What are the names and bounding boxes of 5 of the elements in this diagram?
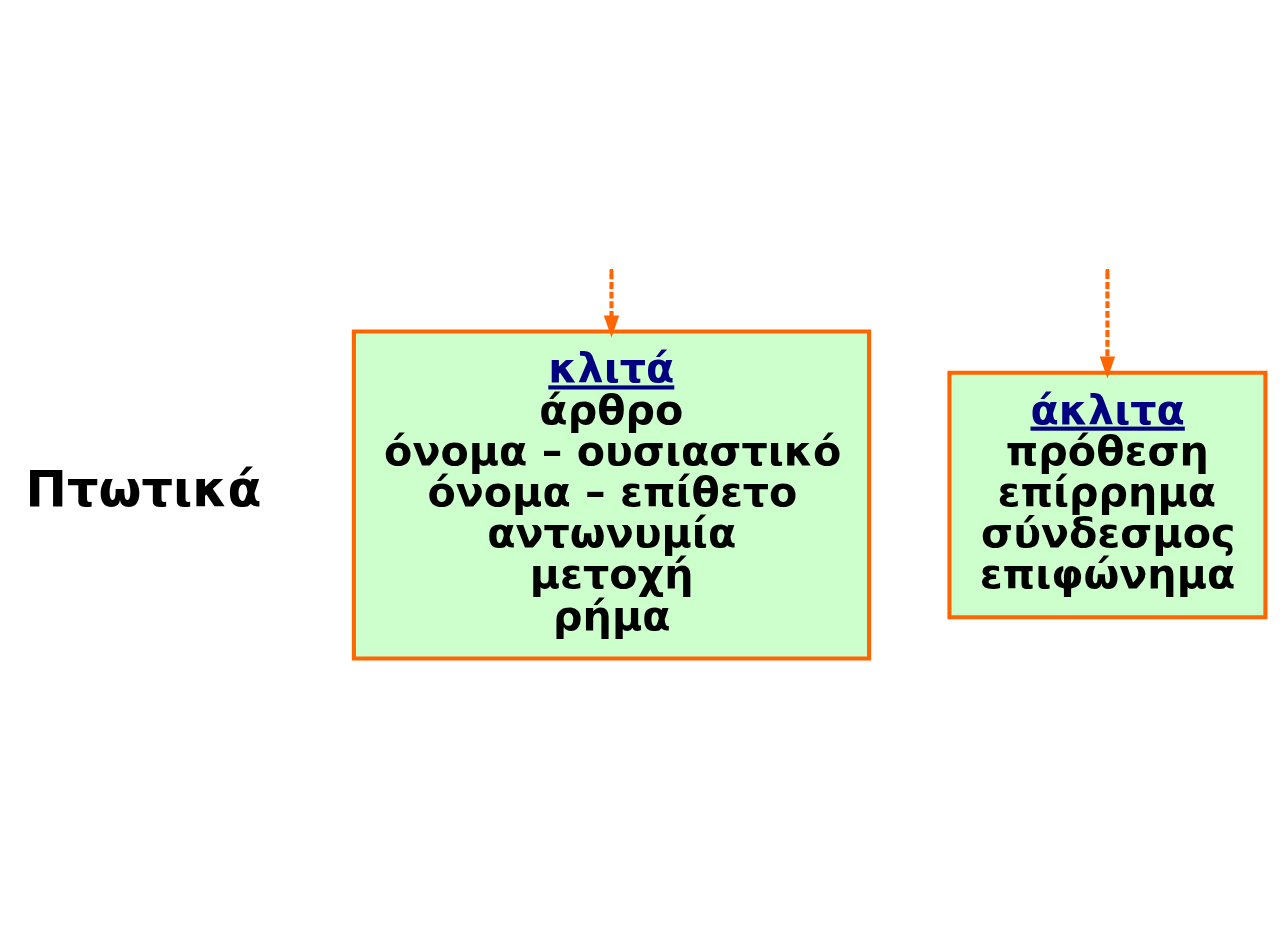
- node-box: άκλιτα πρόθεση επίρρημα σύνδεσμος επιφώνημα: [947, 370, 1268, 619]
- arrow: [1099, 272, 1116, 378]
- node-box: κλιτά άρθρο όνομα – ουσιαστικό όνομα – επίθετο αντωνυμία μετοχή ρήμα: [351, 329, 872, 661]
- arrow: [603, 272, 620, 338]
- label: Πτωτικά: [25, 459, 262, 518]
